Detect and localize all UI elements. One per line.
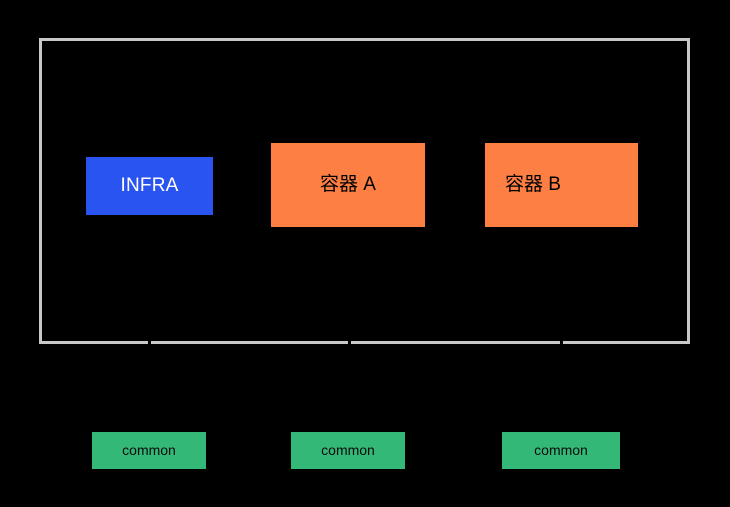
node-infra[interactable]: INFRA	[86, 157, 213, 215]
frame-notch-3	[560, 341, 563, 345]
frame-notch-2	[348, 341, 351, 345]
node-common-2[interactable]: common	[291, 432, 405, 469]
frame-notch-1	[148, 341, 151, 345]
node-container-a[interactable]: 容器 A	[271, 143, 425, 227]
node-common-3[interactable]: common	[502, 432, 620, 469]
node-common-1-label: common	[122, 442, 176, 459]
node-container-a-label: 容器 A	[320, 174, 376, 196]
host-boundary-frame	[39, 38, 690, 344]
node-common-3-label: common	[534, 442, 588, 459]
node-common-1[interactable]: common	[92, 432, 206, 469]
node-common-2-label: common	[321, 442, 375, 459]
node-infra-label: INFRA	[120, 175, 179, 197]
node-container-b-label: 容器 B	[505, 174, 561, 196]
node-container-b[interactable]: 容器 B	[485, 143, 638, 227]
